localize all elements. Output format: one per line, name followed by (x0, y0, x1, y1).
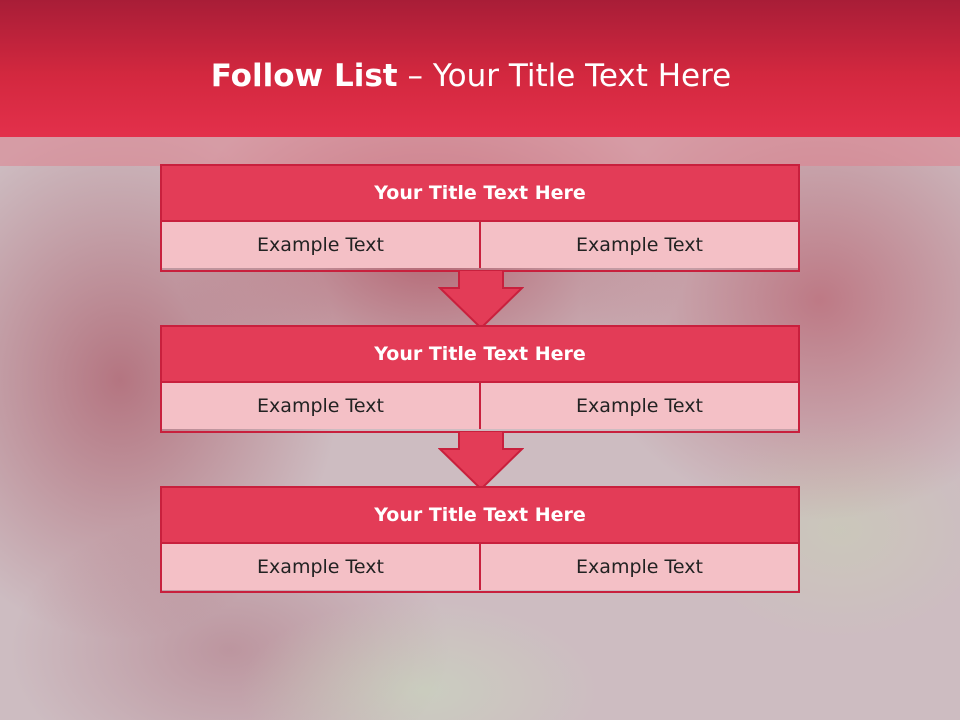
list-block-3: Your Title Text Here Example Text Exampl… (160, 486, 800, 593)
block-row: Example Text Example Text (162, 383, 798, 429)
block-row: Example Text Example Text (162, 222, 798, 268)
block-row: Example Text Example Text (162, 544, 798, 590)
list-block-1: Your Title Text Here Example Text Exampl… (160, 164, 800, 272)
block-title: Your Title Text Here (162, 488, 798, 544)
block-cell-left: Example Text (162, 383, 479, 429)
block-title: Your Title Text Here (162, 166, 798, 222)
block-cell-left: Example Text (162, 544, 479, 590)
title-rest: Your Title Text Here (432, 58, 732, 94)
down-arrow-icon (438, 270, 524, 330)
title-bold: Follow List (210, 58, 398, 94)
block-cell-right: Example Text (479, 383, 798, 429)
block-title: Your Title Text Here (162, 327, 798, 383)
block-cell-left: Example Text (162, 222, 479, 268)
down-arrow-icon (438, 431, 524, 491)
slide-header (0, 0, 960, 137)
list-block-2: Your Title Text Here Example Text Exampl… (160, 325, 800, 433)
title-separator: – (397, 58, 433, 94)
block-cell-right: Example Text (479, 222, 798, 268)
header-band (0, 137, 960, 166)
slide-title: Follow List – Your Title Text Here (0, 52, 942, 100)
block-cell-right: Example Text (479, 544, 798, 590)
